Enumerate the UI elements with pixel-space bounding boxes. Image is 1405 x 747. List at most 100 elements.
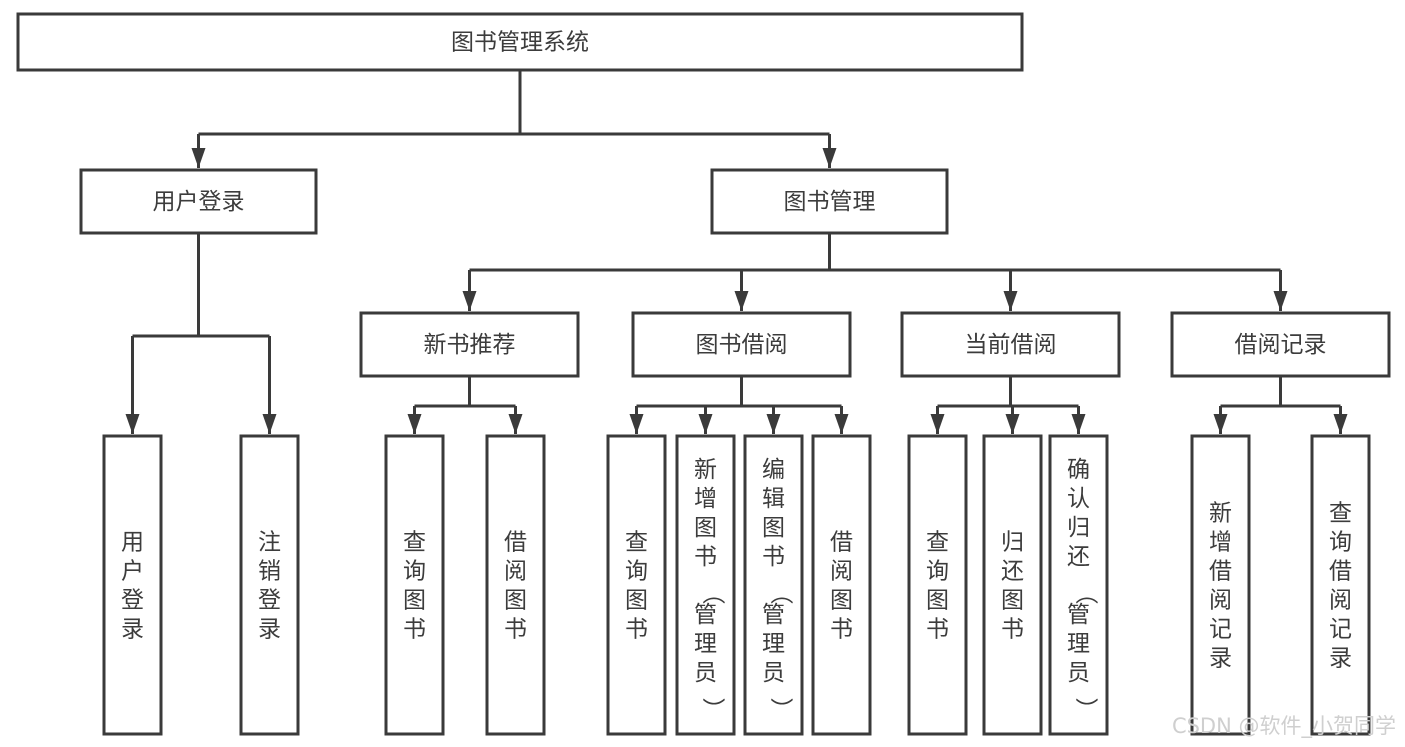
node-label-char: 确 (1067, 457, 1090, 483)
arrowhead-icon (262, 414, 277, 434)
node-label-char: 书 (504, 617, 527, 643)
node-level3-借阅记录[interactable]: 借阅记录 (1170, 311, 1391, 378)
node-label-char: 新 (1209, 501, 1232, 527)
node-label-char: 员 (762, 660, 785, 686)
arrowhead-icon (1213, 414, 1228, 434)
node-box[interactable] (907, 434, 968, 736)
node-level2-用户登录[interactable]: 用户登录 (79, 168, 318, 235)
node-box[interactable] (485, 434, 546, 736)
node-label-char: 图 (694, 515, 717, 541)
node-label-char: 阅 (504, 559, 527, 585)
node-box[interactable] (811, 434, 872, 736)
node-box[interactable] (1170, 311, 1391, 378)
node-level3-当前借阅[interactable]: 当前借阅 (900, 311, 1121, 378)
node-label: 图书借阅 (696, 332, 788, 358)
node-label-char: 用 (121, 530, 144, 556)
node-label: 借阅记录 (1235, 332, 1327, 358)
node-label-char: 图 (504, 588, 527, 614)
node-label: 当前借阅 (965, 332, 1057, 358)
node-leaf-0-用户登录[interactable]: 用户登录 (102, 434, 163, 736)
node-label-char: 查 (625, 530, 648, 556)
node-label-char: 录 (1209, 646, 1232, 672)
node-label: 用户登录 (121, 530, 144, 643)
node-box[interactable] (1048, 434, 1109, 736)
node-box[interactable] (16, 12, 1024, 72)
node-box[interactable] (710, 168, 949, 235)
arrowhead-icon (1333, 414, 1348, 434)
node-label-char: 员 (694, 660, 717, 686)
node-label-char: （ (1073, 582, 1099, 605)
node-box[interactable] (1310, 434, 1371, 736)
node-box[interactable] (631, 311, 852, 378)
node-box[interactable] (606, 434, 667, 736)
node-box[interactable] (743, 434, 804, 736)
node-level3-新书推荐[interactable]: 新书推荐 (359, 311, 580, 378)
node-box[interactable] (1190, 434, 1251, 736)
node-box[interactable] (359, 311, 580, 378)
node-label-char: 借 (830, 530, 853, 556)
node-label-char: 图 (762, 515, 785, 541)
connector-layer (125, 70, 1348, 434)
node-level3-图书借阅[interactable]: 图书借阅 (631, 311, 852, 378)
node-label-char: 录 (1329, 646, 1352, 672)
node-label-char: 书 (1001, 617, 1024, 643)
node-label-char: 理 (694, 631, 717, 657)
node-box[interactable] (900, 311, 1121, 378)
node-label-char: 借 (1329, 559, 1352, 585)
node-label-char: 还 (1001, 559, 1024, 585)
node-root-图书管理系统[interactable]: 图书管理系统 (16, 12, 1024, 72)
node-box[interactable] (982, 434, 1043, 736)
node-label-char: 询 (403, 559, 426, 585)
node-label-char: 阅 (1329, 588, 1352, 614)
node-label-char: 销 (258, 559, 281, 585)
node-box[interactable] (102, 434, 163, 736)
node-label-char: 员 (1067, 660, 1090, 686)
node-label-char: 管 (694, 602, 717, 628)
node-level2-图书管理[interactable]: 图书管理 (710, 168, 949, 235)
arrowhead-icon (1273, 291, 1288, 311)
node-label-char: 还 (1067, 544, 1090, 570)
node-label-char: 理 (762, 631, 785, 657)
node-label: 用户登录 (153, 189, 245, 215)
arrowhead-icon (1071, 414, 1086, 434)
arrowhead-icon (822, 148, 837, 168)
node-label-char: 登 (121, 588, 144, 614)
node-label-char: 阅 (1209, 588, 1232, 614)
arrowhead-icon (766, 414, 781, 434)
node-label-char: ） (700, 698, 726, 721)
node-box[interactable] (675, 434, 736, 736)
node-box[interactable] (384, 434, 445, 736)
arrowhead-icon (698, 414, 713, 434)
node-box[interactable] (79, 168, 318, 235)
node-label-char: 书 (625, 617, 648, 643)
node-label-char: 认 (1067, 486, 1090, 512)
arrowhead-icon (834, 414, 849, 434)
arrowhead-icon (734, 291, 749, 311)
node-label-char: 借 (504, 530, 527, 556)
node-label-char: 理 (1067, 631, 1090, 657)
node-label: 新书推荐 (424, 332, 516, 358)
node-label-char: 图 (625, 588, 648, 614)
node-label-char: 增 (1209, 530, 1232, 556)
node-box[interactable] (239, 434, 300, 736)
